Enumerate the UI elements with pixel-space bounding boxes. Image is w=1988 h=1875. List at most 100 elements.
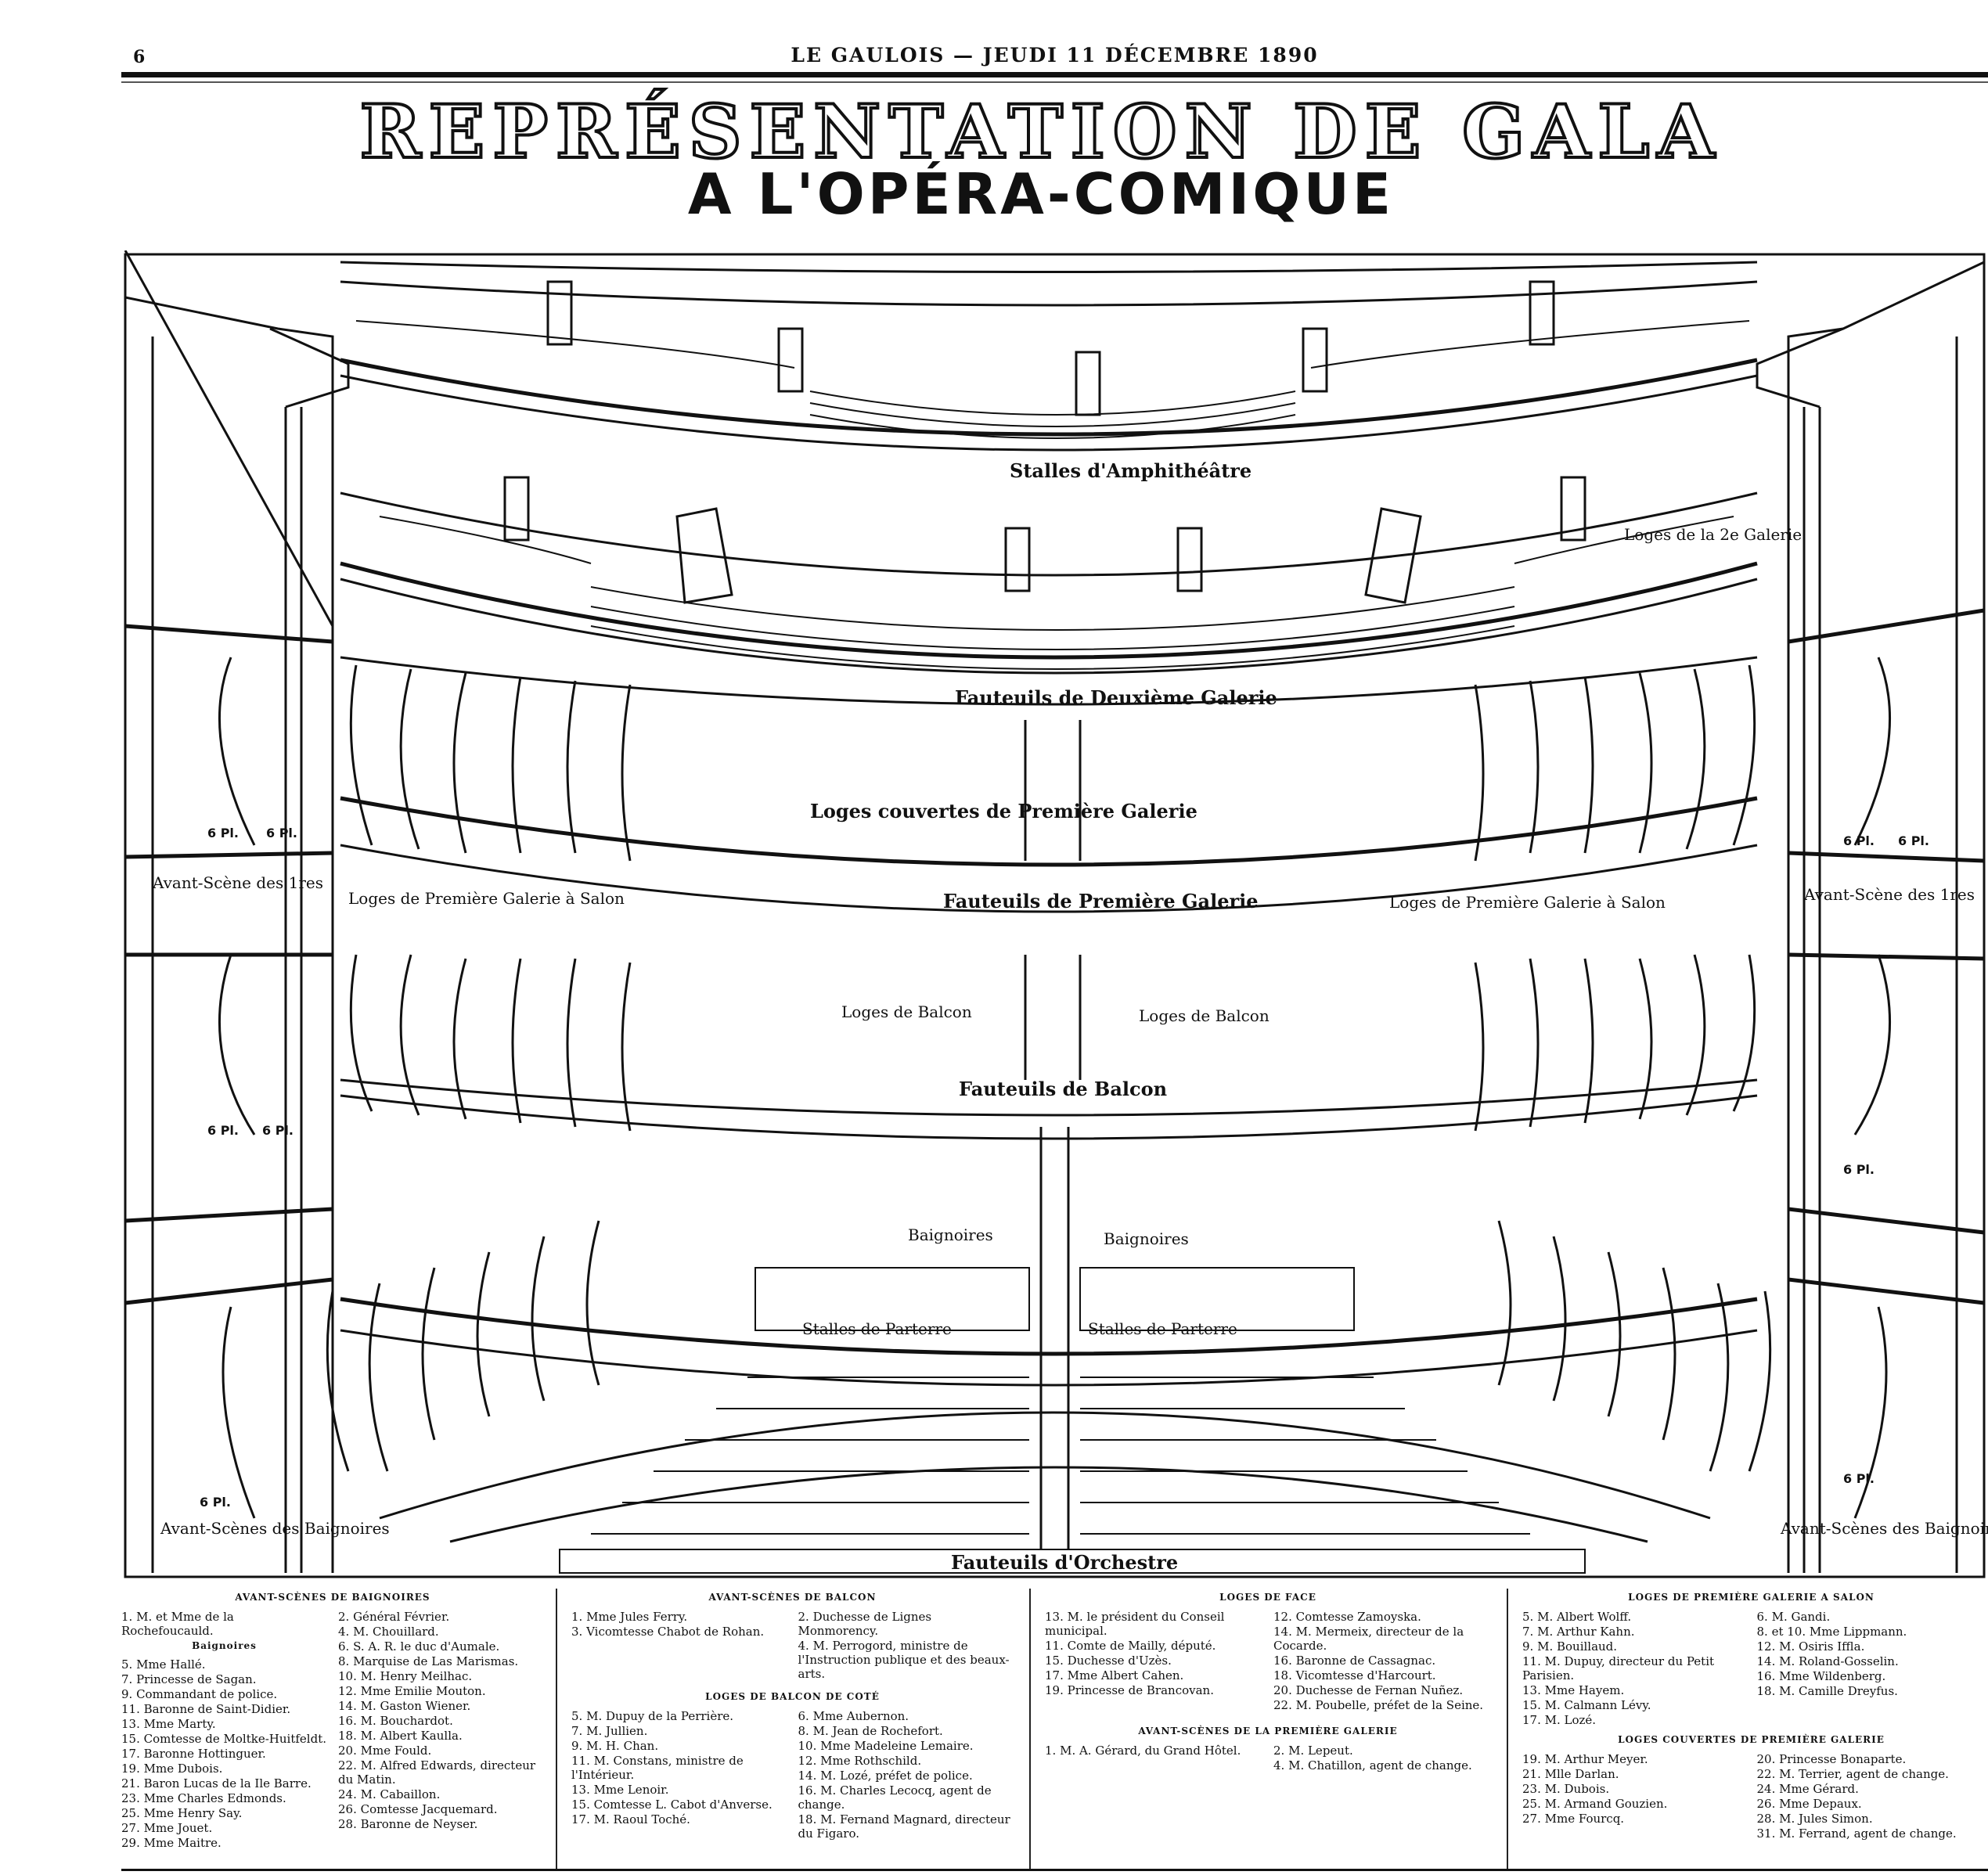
list-item: 17. M. Raoul Toché.: [571, 1812, 690, 1826]
label-amphitheatre: Stalles d'Amphithéâtre: [1010, 459, 1252, 482]
list-item: 27. Mme Jouet.: [121, 1821, 213, 1835]
list-item: 10. Mme Madeleine Lemaire.: [798, 1739, 974, 1753]
list-item: 20. Mme Fould.: [338, 1744, 432, 1758]
list-item: 14. M. Mermeix, directeur de la Cocarde.: [1273, 1625, 1464, 1653]
list-item: 19. Mme Dubois.: [121, 1762, 223, 1776]
legend-list-right: 2. Duchesse de Lignes Monmorency. 4. M. …: [798, 1609, 1014, 1682]
occupants-legend: AVANT-SCÈNES DE BAIGNOIRES 1. M. et Mme …: [121, 1581, 1988, 1875]
label-stalles-parterre-left: Stalles de Parterre: [802, 1319, 952, 1338]
list-item: 26. Mme Depaux.: [1756, 1797, 1862, 1811]
legend-list-right: 12. Comtesse Zamoyska. 14. M. Mermeix, d…: [1273, 1609, 1491, 1713]
masthead-text: LE GAULOIS — JEUDI 11 DÉCEMBRE 1890: [791, 44, 1319, 67]
label-second-gallery-loges: Loges de la 2e Galerie: [1624, 525, 1802, 544]
list-item: 26. Comtesse Jacquemard.: [338, 1802, 498, 1816]
legend-col-3: LOGES DE FACE 13. M. le président du Con…: [1045, 1590, 1491, 1773]
seating-plan: Stalles d'Amphithéâtre Fauteuils de Deux…: [124, 250, 1988, 1578]
list-item: Baignoires: [192, 1640, 257, 1651]
masthead-rule: [121, 72, 1988, 77]
list-item: 22. M. Alfred Edwards, directeur du Mati…: [338, 1758, 536, 1787]
list-item: 18. M. Fernand Magnard, directeur du Fig…: [798, 1812, 1010, 1841]
list-item: 13. M. le président du Conseil municipal…: [1045, 1610, 1225, 1638]
list-item: 16. Baronne de Cassagnac.: [1273, 1654, 1436, 1668]
label-second-gallery-fauteuils: Fauteuils de Deuxième Galerie: [955, 686, 1277, 709]
label-avant-scene-bottom-right: Avant-Scènes des Baignoires: [1780, 1519, 1988, 1538]
list-item: 5. M. Albert Wolff.: [1522, 1610, 1632, 1624]
bottom-rule: [121, 1869, 1988, 1871]
list-item: 22. M. Terrier, agent de change.: [1756, 1767, 1949, 1781]
legend-list-left: 5. M. Dupuy de la Perrière. 7. M. Jullie…: [571, 1708, 787, 1841]
amphitheatre-seats: [355, 320, 1750, 670]
page-subtitle: A L'OPÉRA-COMIQUE: [687, 161, 1395, 227]
legend-subhead: LOGES COUVERTES DE PREMIÈRE GALERIE: [1618, 1734, 1885, 1745]
list-item: 14. M. Lozé, préfet de police.: [798, 1769, 973, 1783]
label-loges-premiere-left: Loges de Première Galerie à Salon: [348, 889, 625, 908]
legend-list-left: 1. M. et Mme de la Rochefoucauld. Baigno…: [121, 1609, 327, 1851]
list-item: 10. M. Henry Meilhac.: [338, 1669, 473, 1683]
list-item: 4. M. Perrogord, ministre de l'Instructi…: [798, 1639, 1010, 1681]
legend-divider: [556, 1589, 557, 1870]
seat-tag: 6 Pl.: [1843, 1162, 1875, 1177]
list-item: 7. M. Arthur Kahn.: [1522, 1625, 1635, 1639]
list-item: 17. M. Lozé.: [1522, 1713, 1597, 1727]
legend-list-right: 2. Général Février. 4. M. Chouillard. 6.…: [338, 1609, 544, 1851]
list-item: 2. M. Lepeut.: [1273, 1744, 1353, 1758]
list-item: 2. Duchesse de Lignes Monmorency.: [798, 1610, 932, 1638]
list-item: 8. et 10. Mme Lippmann.: [1756, 1625, 1907, 1639]
tier-curves: [340, 261, 1758, 1543]
list-item: 13. Mme Hayem.: [1522, 1683, 1625, 1697]
label-first-gallery-fauteuils: Fauteuils de Première Galerie: [943, 890, 1259, 912]
seat-tag: 6 Pl.: [262, 1123, 294, 1138]
list-item: 6. S. A. R. le duc d'Aumale.: [338, 1639, 500, 1654]
label-baignoires-right: Baignoires: [1104, 1229, 1189, 1248]
list-item: 25. Mme Henry Say.: [121, 1806, 243, 1820]
label-loges-couvertes: Loges couvertes de Première Galerie: [810, 800, 1197, 822]
list-item: 6. Mme Aubernon.: [798, 1709, 909, 1723]
label-stalles-parterre-right: Stalles de Parterre: [1088, 1319, 1237, 1338]
list-item: 16. Mme Wildenberg.: [1756, 1669, 1886, 1683]
list-item: 17. Baronne Hottinguer.: [121, 1747, 266, 1761]
seat-tag: 6 Pl.: [1843, 833, 1875, 848]
central-aisle: [1024, 720, 1082, 1549]
legend-head: AVANT-SCÈNES DE BAIGNOIRES: [235, 1592, 430, 1603]
legend-divider: [1507, 1589, 1508, 1870]
legend-head: AVANT-SCÈNES DE BALCON: [708, 1592, 877, 1603]
list-item: 29. Mme Maitre.: [121, 1836, 221, 1850]
page-title: REPRÉSENTATION DE GALA: [358, 89, 1723, 175]
legend-list-left: 19. M. Arthur Meyer. 21. Mlle Darlan. 23…: [1522, 1751, 1746, 1841]
list-item: 19. M. Arthur Meyer.: [1522, 1752, 1648, 1766]
legend-divider: [1029, 1589, 1031, 1870]
list-item: 7. M. Jullien.: [571, 1724, 648, 1738]
plan-frame: [124, 253, 1986, 1578]
legend-list-right: 20. Princesse Bonaparte. 22. M. Terrier,…: [1757, 1751, 1981, 1841]
seat-tag: 6 Pl.: [200, 1495, 231, 1510]
legend-list-right: 6. Mme Aubernon. 8. M. Jean de Rochefort…: [798, 1708, 1014, 1841]
list-item: 11. M. Dupuy, directeur du Petit Parisie…: [1522, 1654, 1715, 1682]
pillars: [503, 280, 1586, 604]
page-number: 6: [133, 47, 146, 67]
label-loges-premiere-right: Loges de Première Galerie à Salon: [1389, 893, 1666, 912]
list-item: 14. M. Gaston Wiener.: [338, 1699, 471, 1713]
list-item: 9. M. H. Chan.: [571, 1739, 659, 1753]
list-item: 13. Mme Lenoir.: [571, 1783, 669, 1797]
list-item: 19. Princesse de Brancovan.: [1045, 1683, 1214, 1697]
right-columns: [1756, 261, 1985, 1573]
list-item: 18. Vicomtesse d'Harcourt.: [1273, 1668, 1436, 1682]
list-item: 1. M. A. Gérard, du Grand Hôtel.: [1045, 1744, 1241, 1758]
list-item: 13. Mme Marty.: [121, 1717, 216, 1731]
label-loges-balcon-left: Loges de Balcon: [841, 1002, 972, 1021]
legend-col-1: AVANT-SCÈNES DE BAIGNOIRES 1. M. et Mme …: [121, 1590, 544, 1851]
orchestra-rows: [559, 1267, 1586, 1574]
seat-tag: 6 Pl.: [207, 1123, 239, 1138]
label-baignoires-left: Baignoires: [908, 1225, 993, 1244]
list-item: 24. M. Cabaillon.: [338, 1787, 441, 1801]
list-item: 25. M. Armand Gouzien.: [1522, 1797, 1668, 1811]
list-item: 4. M. Chouillard.: [338, 1625, 439, 1639]
list-item: 12. Mme Rothschild.: [798, 1754, 922, 1768]
list-item: 20. Duchesse de Fernan Nuñez.: [1273, 1683, 1464, 1697]
seat-tag: 6 Pl.: [1843, 1471, 1875, 1486]
list-item: 2. Général Février.: [338, 1610, 450, 1624]
legend-list-left: 13. M. le président du Conseil municipal…: [1045, 1609, 1262, 1713]
first-gallery-boxes: [218, 954, 1892, 1135]
list-item: 12. M. Osiris Iffla.: [1756, 1639, 1865, 1654]
list-item: 23. Mme Charles Edmonds.: [121, 1791, 286, 1805]
